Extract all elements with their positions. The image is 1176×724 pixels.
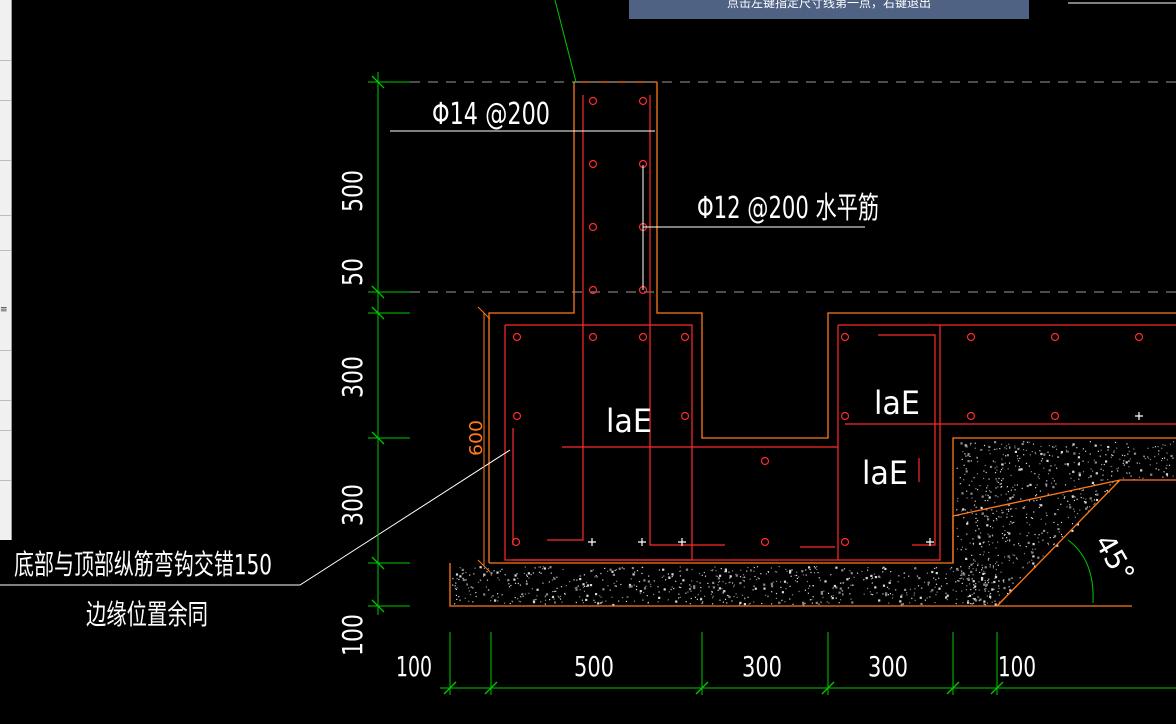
panel-divider (0, 400, 11, 401)
note-line-1: 底部与顶部纵筋弯钩交错150 (14, 548, 272, 581)
reference-dashed-lines (410, 81, 1176, 293)
rebar-dot (680, 411, 690, 421)
green-leader (554, 0, 577, 83)
panel-divider (0, 430, 11, 431)
rebar-cross (926, 538, 934, 546)
wall-height-label: 600 (466, 420, 487, 456)
concrete-hatch (452, 441, 1175, 607)
panel-divider (0, 215, 11, 216)
hdim-300-a: 300 (742, 650, 782, 683)
vdim-50: 50 (336, 258, 369, 286)
rebar-dot (588, 222, 598, 232)
left-side-panel: ≡ (0, 0, 12, 540)
rebar-horizontal-label: Φ12 @200 水平筋 (697, 191, 879, 226)
rebar-dot (966, 332, 976, 342)
dimension-lines (368, 72, 1176, 695)
rebar-dot (840, 537, 850, 547)
angle-label: 45° (1088, 529, 1141, 588)
rebar-dot (588, 159, 598, 169)
rebar-vertical-label: Φ14 @200 (432, 97, 550, 132)
panel-divider (0, 250, 11, 251)
vdim-300-b: 300 (336, 484, 369, 526)
command-prompt-text: 点击左键指定尺寸线第一点，右键退出 (726, 0, 931, 10)
rebar-cross (588, 538, 596, 546)
anchor-label-1: laE (606, 402, 652, 440)
anchor-label-3: laE (862, 454, 908, 492)
rebar-cross (1135, 412, 1143, 420)
concrete-outline (449, 81, 1176, 607)
rebar-dot (680, 332, 690, 342)
rebar-dot (638, 332, 648, 342)
panel-marker-icon: ≡ (0, 305, 8, 315)
rebar-dot (840, 332, 850, 342)
note-line-2: 边缘位置余同 (86, 598, 208, 631)
panel-divider (0, 160, 11, 161)
dimension-ticks (371, 75, 1004, 695)
anchor-label-2: laE (874, 384, 920, 422)
vdim-300-a: 300 (336, 356, 369, 398)
rebar-dot (588, 332, 598, 342)
rebar-dot (840, 411, 850, 421)
rebar-dot (588, 96, 598, 106)
panel-divider (0, 480, 11, 481)
rebar-dot (1050, 411, 1060, 421)
hdim-100-a: 100 (396, 650, 432, 683)
rebar-dot (511, 537, 521, 547)
rebar-dot (512, 332, 522, 342)
panel-divider (0, 100, 11, 101)
vdim-500: 500 (336, 170, 369, 212)
rebar-dot (588, 285, 598, 295)
hdim-100-b: 100 (998, 650, 1036, 683)
rebar-cross (678, 538, 686, 546)
vdim-100: 100 (336, 614, 369, 656)
rebar-dot (760, 456, 770, 466)
rebar-dot (512, 411, 522, 421)
rebar-lines (504, 95, 1176, 561)
rebar-dot (760, 537, 770, 547)
rebar-dot (638, 96, 648, 106)
panel-divider (0, 350, 11, 351)
rebar-dot (966, 411, 976, 421)
hdim-500: 500 (574, 650, 614, 683)
command-prompt-bar: 点击左键指定尺寸线第一点，右键退出 (629, 0, 1029, 19)
rebar-dot (1050, 332, 1060, 342)
hdim-300-b: 300 (868, 650, 908, 683)
panel-divider (0, 60, 11, 61)
rebar-dot (1134, 332, 1144, 342)
wall-height-dimension (477, 306, 491, 573)
leader-lines (0, 130, 865, 586)
rebar-cross (638, 538, 646, 546)
